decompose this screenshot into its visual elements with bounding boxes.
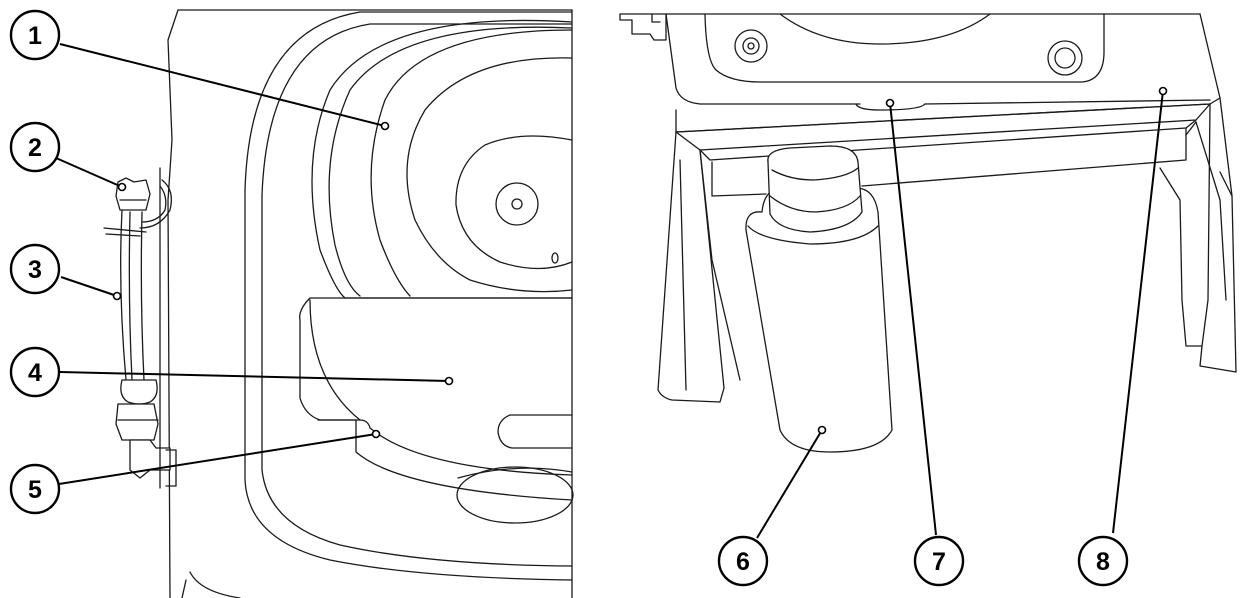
leader-line-2: [55, 157, 123, 188]
leader-line-6: [756, 429, 823, 539]
anchor-dot-4: [444, 376, 454, 386]
anchor-dot-7: [885, 98, 895, 108]
callout-8: 8: [1077, 535, 1129, 587]
leader-line-5: [58, 433, 377, 485]
anchor-dot-8: [1158, 86, 1168, 96]
callout-1: 1: [9, 9, 61, 61]
leader-line-7: [889, 102, 937, 536]
callout-label-4: 4: [28, 359, 42, 387]
anchor-dot-2: [117, 182, 127, 192]
callout-label-5: 5: [28, 476, 42, 504]
callout-6: 6: [717, 535, 769, 587]
callout-2: 2: [9, 121, 61, 173]
callout-label-7: 7: [932, 548, 946, 576]
leader-line-3: [60, 276, 118, 297]
leader-line-4: [59, 371, 450, 382]
callout-label-3: 3: [28, 256, 42, 284]
right-panel-illustration: [619, 13, 1237, 453]
anchor-dot-5: [371, 429, 381, 439]
leader-line-1: [59, 43, 386, 127]
anchor-dot-1: [380, 121, 390, 131]
anchor-dot-6: [817, 425, 827, 435]
callout-label-2: 2: [28, 134, 42, 162]
anchor-dots: [112, 86, 1168, 439]
callout-5: 5: [9, 463, 61, 515]
callout-7: 7: [913, 535, 965, 587]
leader-line-8: [1112, 90, 1164, 534]
callout-label-6: 6: [736, 548, 750, 576]
callout-label-8: 8: [1096, 548, 1110, 576]
callout-3: 3: [9, 243, 61, 295]
callout-4: 4: [9, 346, 61, 398]
callout-label-1: 1: [28, 22, 42, 50]
anchor-dot-3: [112, 291, 122, 301]
leader-lines: [55, 43, 1164, 539]
left-panel-illustration: [103, 9, 574, 598]
